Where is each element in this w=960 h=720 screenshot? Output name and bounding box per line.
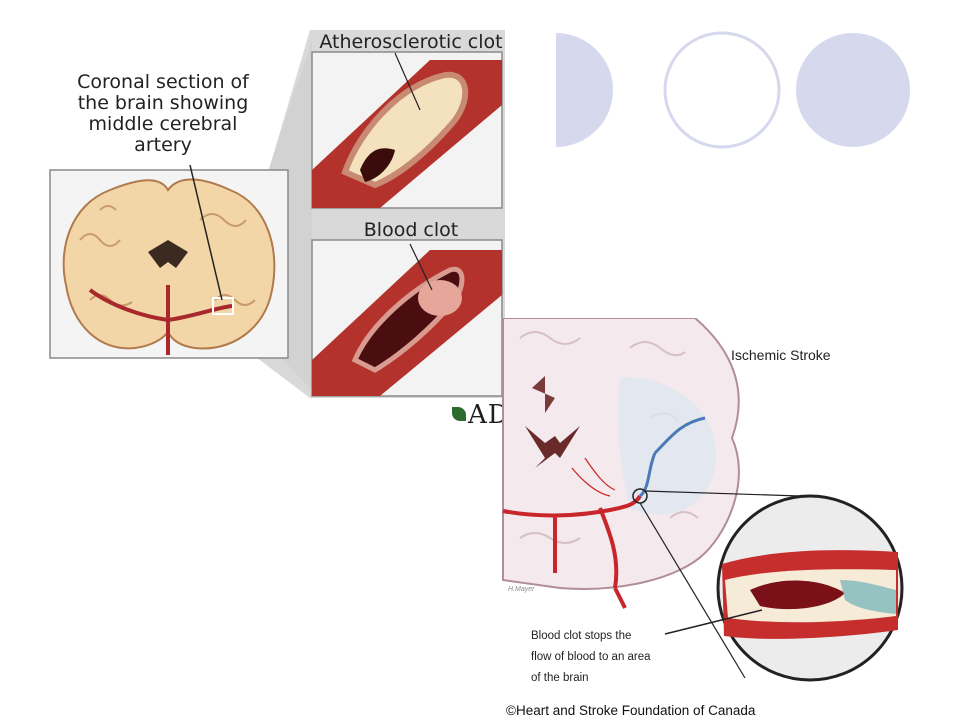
atherosclerotic-clot-label: Atherosclerotic clot bbox=[319, 31, 503, 53]
coronal-section-label: Coronal section of the brain showing mid… bbox=[58, 72, 268, 156]
leaf-icon bbox=[452, 407, 466, 421]
coronal-label-line-1: Coronal section of bbox=[77, 71, 249, 93]
ischemic-stroke-title: Ischemic Stroke bbox=[731, 347, 831, 363]
coronal-label-line-4: artery bbox=[134, 134, 192, 156]
copyright-footer: ©Heart and Stroke Foundation of Canada bbox=[506, 703, 756, 718]
outline-circle-decoration bbox=[663, 31, 781, 149]
ischemic-stroke-illustration bbox=[502, 318, 904, 682]
caption-line-3: of the brain bbox=[531, 672, 589, 684]
caption-line-1: Blood clot stops the bbox=[531, 630, 632, 642]
artist-signature: H.Mayer bbox=[508, 586, 535, 593]
coronal-label-line-2: the brain showing bbox=[77, 92, 249, 114]
filled-circle-decoration bbox=[796, 33, 910, 147]
coronal-label-line-3: middle cerebral bbox=[88, 113, 238, 135]
decorative-circles bbox=[556, 31, 910, 149]
blood-clot-caption: Blood clot stops the flow of blood to an… bbox=[531, 626, 701, 689]
coronal-brain-illustration bbox=[49, 30, 505, 398]
half-circle-decoration bbox=[556, 33, 613, 147]
caption-line-2: flow of blood to an area bbox=[531, 651, 651, 663]
blood-clot-label: Blood clot bbox=[363, 219, 459, 241]
